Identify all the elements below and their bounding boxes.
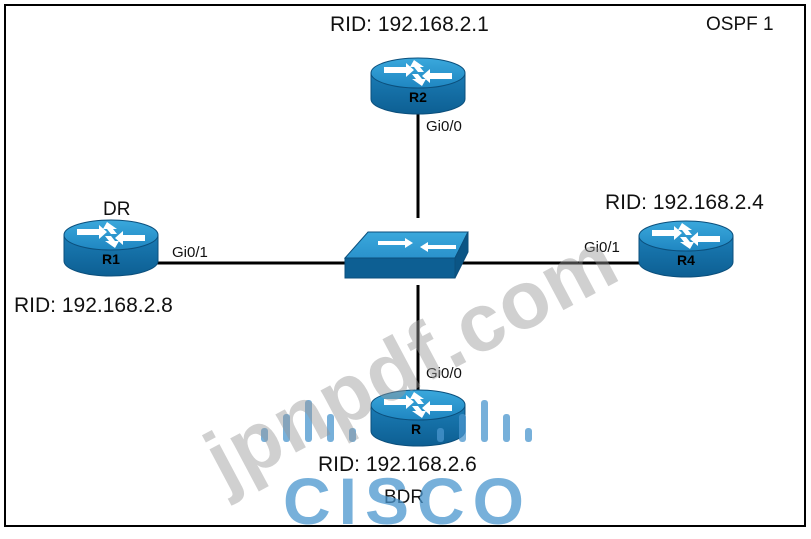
links xyxy=(148,112,643,395)
iface-r2: Gi0/0 xyxy=(426,118,462,135)
rid-r4: RID: 192.168.2.4 xyxy=(605,191,764,214)
router-r1-name: R1 xyxy=(102,251,120,267)
iface-r1: Gi0/1 xyxy=(172,244,208,261)
rid-r3: RID: 192.168.2.6 xyxy=(318,453,477,476)
router-r4-icon xyxy=(638,220,734,278)
diagram-border xyxy=(4,4,806,527)
role-r3: BDR xyxy=(384,487,425,508)
ospf-title: OSPF 1 xyxy=(706,14,774,35)
router-r4-name: R4 xyxy=(677,252,695,268)
router-r2-name: R2 xyxy=(409,89,427,105)
cisco-watermark-text: CISCO xyxy=(283,464,533,538)
iface-r3: Gi0/0 xyxy=(426,365,462,382)
switch-icon xyxy=(343,231,469,279)
router-r1-icon xyxy=(63,219,159,277)
iface-r4: Gi0/1 xyxy=(584,239,620,256)
rid-r1: RID: 192.168.2.8 xyxy=(14,294,173,317)
router-r2-icon xyxy=(370,57,466,115)
router-r3-name: R xyxy=(411,421,422,437)
cisco-logo xyxy=(261,400,532,442)
role-r1: DR xyxy=(103,199,131,220)
rid-r2: RID: 192.168.2.1 xyxy=(330,13,489,36)
